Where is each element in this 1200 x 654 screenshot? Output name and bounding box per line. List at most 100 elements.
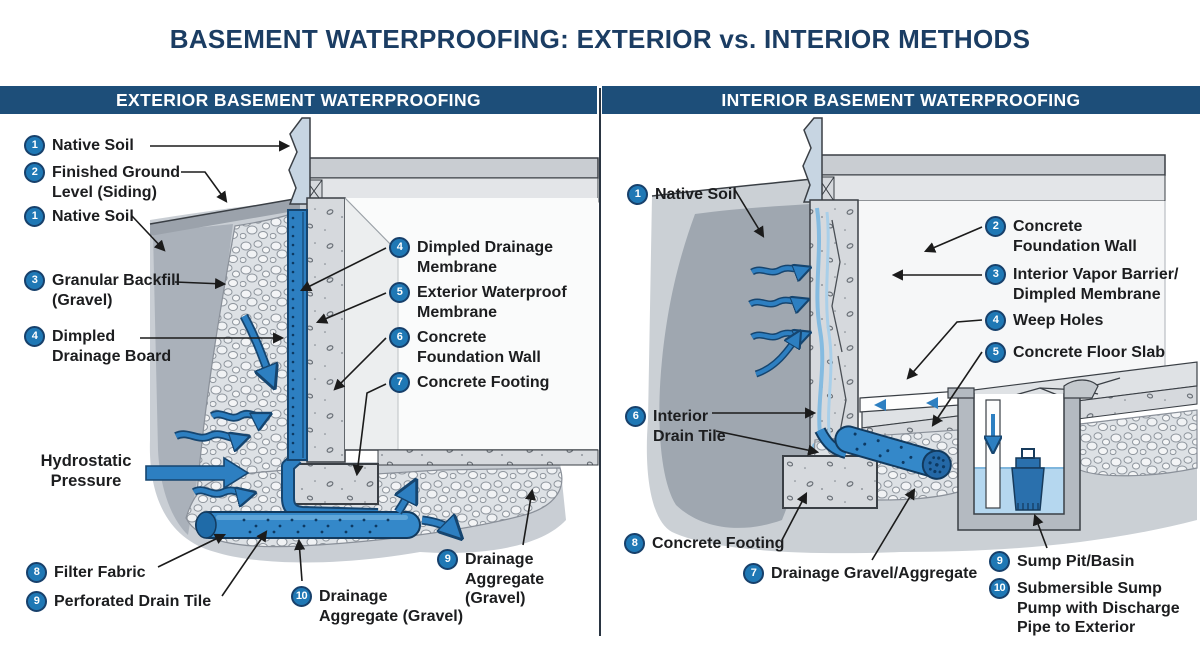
foundation-wall	[306, 197, 346, 463]
callout-filter-fabric: 8 Filter Fabric	[26, 562, 146, 583]
callout-label: Submersible Sump Pump with Discharge Pip…	[1017, 580, 1180, 637]
drain-elbow	[816, 428, 848, 457]
native-soil	[659, 204, 810, 528]
callout-native-soil-mid: 1 Native Soil	[24, 206, 134, 227]
callout-native-soil-int: 1 Native Soil	[627, 184, 737, 205]
callout-badge: 1	[627, 184, 648, 205]
floor-crack	[1004, 377, 1121, 399]
callout-drainage-gravel: 7 Drainage Gravel/Aggregate	[743, 563, 977, 584]
flow-arrow-left	[874, 399, 886, 411]
callout-label: Interior Vapor Barrier/ Dimpled Membrane	[1013, 266, 1179, 303]
page-title: BASEMENT WATERPROOFING: EXTERIOR vs. INT…	[169, 24, 1031, 54]
callout-badge: 6	[389, 327, 410, 348]
waterproof-membrane-wrap	[283, 454, 379, 520]
callout-label: Concrete Footing	[652, 535, 785, 552]
discharge-pipe	[985, 399, 1001, 509]
basement-slab	[377, 449, 599, 466]
callout-label: Finished Ground Level (Siding)	[52, 164, 180, 201]
callout-label: Exterior Waterproof Membrane	[417, 284, 567, 321]
concrete-footing	[782, 455, 878, 509]
callout-concrete-foundation-wall-ext: 6 Concrete Foundation Wall	[389, 327, 541, 367]
callout-label: Native Soil	[52, 137, 134, 154]
callout-label: Granular Backfill (Gravel)	[52, 272, 181, 309]
callout-label: Concrete Foundation Wall	[417, 329, 541, 366]
callout-sump-pump: 10 Submersible Sump Pump with Discharge …	[989, 578, 1180, 638]
callout-badge: 7	[389, 372, 410, 393]
callout-label: Native Soil	[655, 186, 737, 203]
finished-ground-band	[150, 198, 300, 236]
callout-label: Drainage Aggregate (Gravel)	[465, 551, 545, 608]
callout-badge: 8	[26, 562, 47, 583]
callout-dimpled-membrane: 4 Dimpled Drainage Membrane	[389, 237, 553, 277]
concrete-footing	[282, 463, 379, 505]
callout-sump-pit: 9 Sump Pit/Basin	[989, 551, 1134, 572]
soil-moisture-arrows	[748, 268, 806, 378]
floor-slab	[861, 385, 1198, 447]
callout-exterior-waterproof-membrane: 5 Exterior Waterproof Membrane	[389, 282, 567, 322]
callout-hydrostatic-pressure: Hydrostatic Pressure	[30, 450, 142, 491]
wall-cracks	[831, 219, 847, 433]
callout-badge: 9	[26, 591, 47, 612]
callout-badge: 4	[389, 237, 410, 258]
callout-drainage-aggregate-bottom: 10 Drainage Aggregate (Gravel)	[291, 586, 463, 626]
callout-badge: 8	[624, 533, 645, 554]
callout-label: Dimpled Drainage Board	[52, 328, 172, 365]
callout-interior-drain-tile: 6 Interior Drain Tile	[625, 406, 726, 446]
callout-label: Hydrostatic Pressure	[40, 452, 132, 491]
callout-badge: 4	[985, 310, 1006, 331]
callout-badge: 9	[437, 549, 458, 570]
callout-weep-holes: 4 Weep Holes	[985, 310, 1103, 331]
callout-concrete-footing-int: 8 Concrete Footing	[624, 533, 784, 554]
callout-native-soil-top: 1 Native Soil	[24, 135, 134, 156]
dimpled-drainage-board	[287, 209, 308, 461]
drainage-aggregate	[185, 467, 563, 548]
callout-label: Native Soil	[52, 208, 134, 225]
siding	[802, 117, 823, 203]
callout-drainage-aggregate-right: 9 Drainage Aggregate (Gravel)	[437, 549, 544, 609]
callout-concrete-floor-slab: 5 Concrete Floor Slab	[985, 342, 1165, 363]
callout-badge: 7	[743, 563, 764, 584]
callout-badge: 10	[291, 586, 312, 607]
callout-label: Concrete Foundation Wall	[1013, 218, 1137, 255]
callout-badge: 2	[985, 216, 1006, 237]
callout-badge: 3	[985, 264, 1006, 285]
callout-label: Filter Fabric	[54, 564, 146, 581]
exterior-panel-header: EXTERIOR BASEMENT WATERPROOFING	[0, 86, 597, 114]
callout-badge: 2	[24, 162, 45, 183]
callout-dimpled-board: 4 Dimpled Drainage Board	[24, 326, 171, 366]
sill-plate	[817, 176, 835, 202]
callout-concrete-footing-ext: 7 Concrete Footing	[389, 372, 549, 393]
callout-badge: 4	[24, 326, 45, 347]
flow-arrow-left	[926, 397, 938, 409]
floor-plane	[861, 361, 1198, 429]
callout-badge: 3	[24, 270, 45, 291]
callout-badge: 6	[625, 406, 646, 427]
callout-label: Sump Pit/Basin	[1017, 553, 1135, 570]
callout-badge: 1	[24, 135, 45, 156]
leader-lines-exterior	[131, 140, 537, 597]
callout-badge: 10	[989, 578, 1010, 599]
callout-concrete-foundation-wall-int: 2 Concrete Foundation Wall	[985, 216, 1137, 256]
sill-plate	[305, 179, 323, 203]
pit-water	[974, 468, 1064, 514]
drainage-gravel	[813, 429, 959, 501]
perforated-drain-tile	[195, 511, 421, 539]
callout-label: Concrete Floor Slab	[1013, 344, 1166, 361]
callout-label: Weep Holes	[1013, 312, 1104, 329]
callout-finished-ground: 2 Finished Ground Level (Siding)	[24, 162, 180, 202]
callout-badge: 9	[989, 551, 1010, 572]
granular-backfill	[195, 212, 295, 508]
callout-label: Drainage Gravel/Aggregate	[771, 565, 978, 582]
sump-pit	[947, 379, 1099, 531]
weep-channel	[859, 389, 975, 413]
interior-drain-tile	[834, 425, 952, 480]
wall-water-seepage	[812, 207, 839, 460]
hydrostatic-pressure-arrow	[145, 456, 250, 490]
callout-badge: 5	[389, 282, 410, 303]
drainage-gravel-right	[1079, 409, 1198, 477]
siding	[288, 117, 311, 205]
callout-label: Interior Drain Tile	[653, 408, 726, 445]
callout-badge: 1	[24, 206, 45, 227]
callout-vapor-barrier: 3 Interior Vapor Barrier/ Dimpled Membra…	[985, 264, 1178, 304]
